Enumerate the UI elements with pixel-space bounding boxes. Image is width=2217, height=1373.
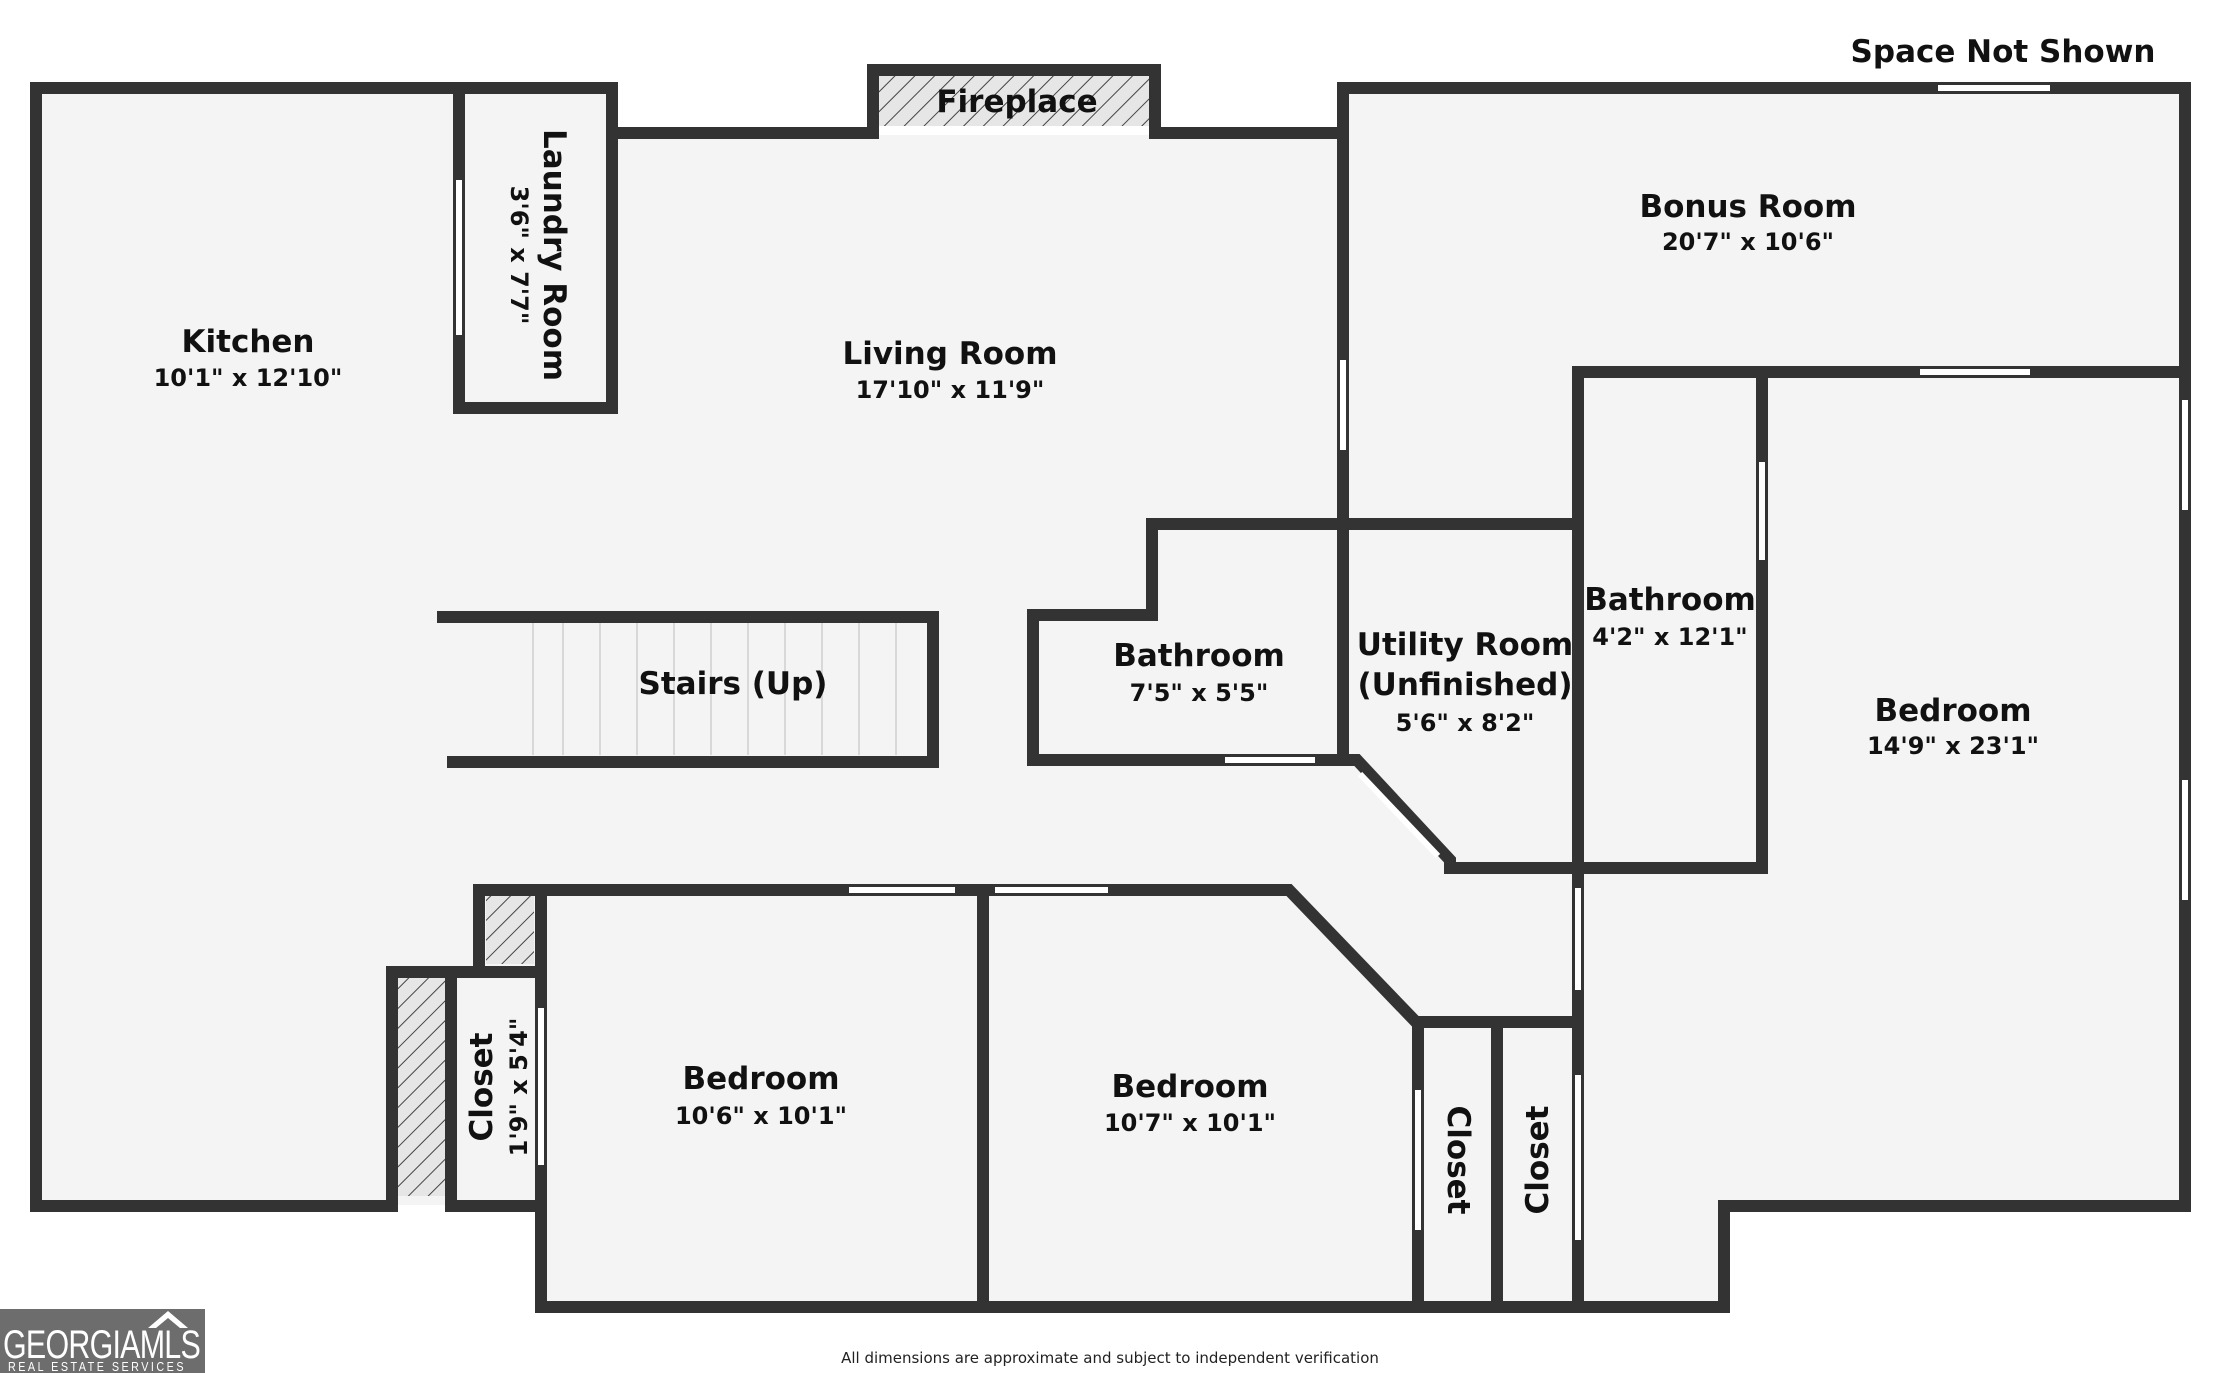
fireplace-name: Fireplace bbox=[936, 84, 1097, 120]
bath1-name: Bathroom bbox=[1113, 638, 1285, 674]
kitchen-dim: 10'1" x 12'10" bbox=[154, 364, 343, 392]
space-not-shown-note: Space Not Shown bbox=[1851, 34, 2156, 70]
utility-dim: 5'6" x 8'2" bbox=[1396, 709, 1535, 737]
bedroom2-dim: 10'7" x 10'1" bbox=[1104, 1109, 1276, 1137]
stairs-treads bbox=[532, 621, 897, 755]
utility-name-2: (Unfinished) bbox=[1358, 667, 1573, 703]
bedroom-large-name: Bedroom bbox=[1874, 693, 2031, 729]
bonus-dim: 20'7" x 10'6" bbox=[1662, 228, 1834, 256]
closet-hatch-small bbox=[486, 894, 534, 964]
living-dim: 17'10" x 11'9" bbox=[856, 376, 1045, 404]
laundry-dim: 3'6" x 7'7" bbox=[505, 186, 533, 325]
hatched-blocks bbox=[397, 76, 1152, 1196]
bedroom1-name: Bedroom bbox=[682, 1061, 839, 1097]
room-labels: Kitchen 10'1" x 12'10" Laundry Room 3'6"… bbox=[154, 84, 2039, 1215]
fireplace-hatch bbox=[876, 76, 1152, 126]
logo-tagline: REAL ESTATE SERVICES bbox=[8, 1359, 186, 1373]
bonus-name: Bonus Room bbox=[1639, 189, 1856, 225]
closet2-name: Closet bbox=[1440, 1106, 1476, 1215]
living-name: Living Room bbox=[842, 336, 1057, 372]
closet1-name: Closet bbox=[464, 1032, 500, 1141]
floor-fill bbox=[38, 90, 2185, 1308]
utility-name: Utility Room bbox=[1357, 627, 1573, 663]
bedroom1-dim: 10'6" x 10'1" bbox=[675, 1102, 847, 1130]
bath1-dim: 7'5" x 5'5" bbox=[1130, 679, 1269, 707]
bath2-name: Bathroom bbox=[1584, 582, 1756, 618]
logo-name: GEORGIAMLS bbox=[3, 1323, 200, 1367]
bedroom2-name: Bedroom bbox=[1111, 1069, 1268, 1105]
disclaimer-text: All dimensions are approximate and subje… bbox=[841, 1349, 1379, 1367]
bath2-dim: 4'2" x 12'1" bbox=[1592, 623, 1747, 651]
closet1-dim: 1'9" x 5'4" bbox=[505, 1018, 533, 1157]
stairs-name: Stairs (Up) bbox=[639, 666, 828, 702]
windows bbox=[456, 85, 2188, 1240]
georgiamls-logo: GEORGIAMLS REAL ESTATE SERVICES bbox=[0, 1309, 205, 1373]
kitchen-name: Kitchen bbox=[181, 324, 314, 360]
laundry-name: Laundry Room bbox=[536, 129, 572, 381]
bedroom-large-dim: 14'9" x 23'1" bbox=[1867, 732, 2039, 760]
closet-hatch-tall bbox=[397, 978, 451, 1196]
closet3-name: Closet bbox=[1520, 1105, 1556, 1214]
